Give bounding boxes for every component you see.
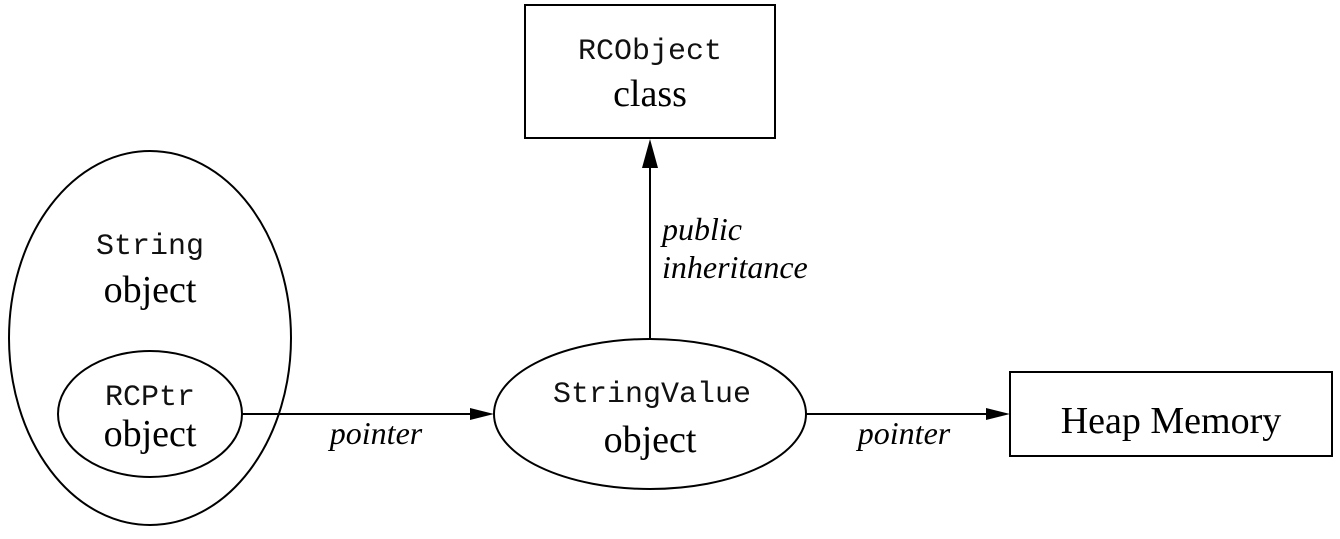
inheritance-label-line1: public [660,211,742,247]
string-object-name: String [96,230,204,264]
stringvalue-object-ellipse [493,338,807,490]
string-object-ellipse [8,150,292,526]
string-object-node: String object [8,150,292,526]
stringvalue-object-label: object [604,419,697,461]
rcobject-class-name: RCObject [578,35,722,69]
rcobject-class-label: class [613,73,687,115]
inheritance-edge: public inheritance [642,139,808,339]
stringvalue-object-node: StringValue object [493,338,807,490]
heap-memory-label: Heap Memory [1061,400,1282,442]
rcptr-object-node: RCPtr object [57,350,243,478]
rcobject-class-node: RCObject class [524,4,776,139]
heap-memory-node: Heap Memory [1009,371,1333,457]
inheritance-arrowhead [642,139,658,168]
heap-pointer-arrowhead [986,408,1010,420]
inheritance-label-line2: inheritance [662,249,808,285]
rcptr-pointer-edge: pointer [242,408,494,451]
rcptr-object-label: object [104,413,197,455]
rcobject-class-box [524,4,776,139]
rcptr-object-name: RCPtr [105,381,195,415]
heap-pointer-edge: pointer [806,408,1010,451]
rcptr-pointer-label: pointer [328,415,423,451]
rcptr-pointer-arrowhead [470,408,494,420]
heap-pointer-label: pointer [856,415,951,451]
string-object-label: object [104,269,197,311]
stringvalue-object-name: StringValue [553,378,751,412]
